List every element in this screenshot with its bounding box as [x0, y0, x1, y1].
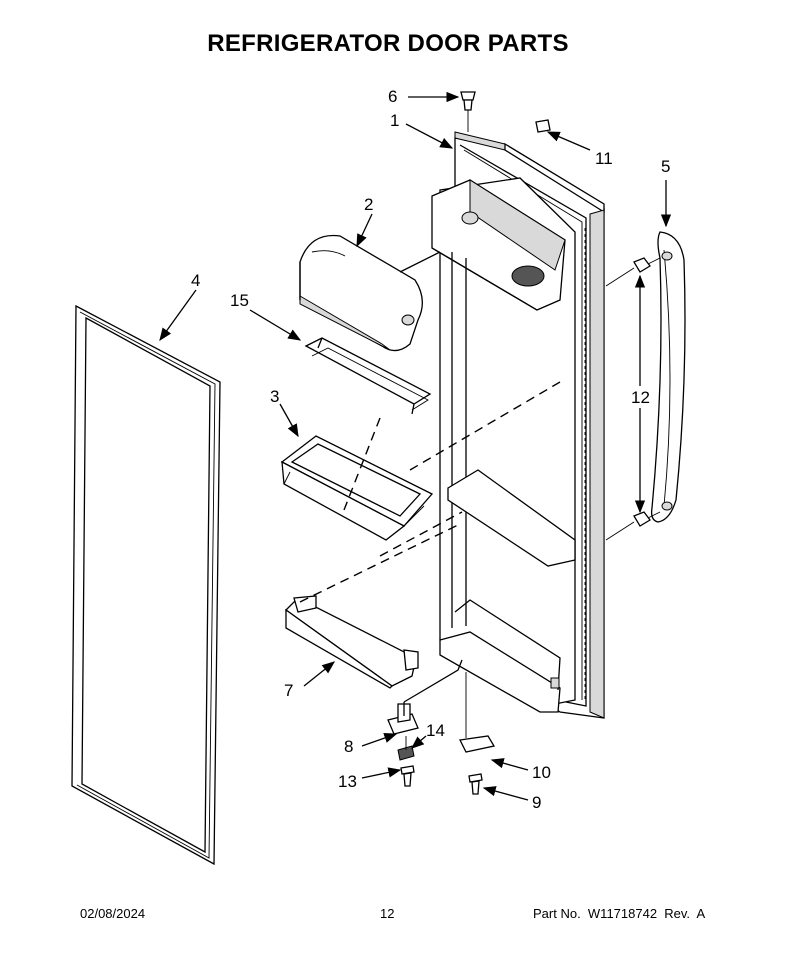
callout-12: 12 [631, 388, 650, 407]
door-bin-part [280, 435, 434, 541]
callout-9: 9 [532, 793, 541, 812]
callout-5: 5 [661, 157, 670, 176]
assembly-lines [299, 251, 635, 750]
callout-4: 4 [191, 271, 200, 290]
handle-stud-bottom-part [633, 511, 661, 527]
callout-11: 11 [595, 149, 613, 168]
callout-1: 1 [390, 111, 399, 130]
callout-13: 13 [338, 772, 357, 791]
hinge-cover-part [535, 119, 551, 133]
callout-8: 8 [344, 737, 353, 756]
door-stop-screw-part [468, 773, 483, 795]
footer-page-number: 12 [380, 906, 395, 921]
wire-bracket-part [304, 337, 432, 415]
handle-stud-top-part [633, 257, 661, 273]
hinge-screw-part [400, 765, 415, 787]
bottom-hinge-part [387, 703, 419, 735]
door-gasket-part [71, 304, 221, 866]
callout-6: 6 [388, 87, 397, 106]
bottom-door-bin-part [284, 595, 419, 689]
callout-7: 7 [284, 681, 293, 700]
door-handle-part [650, 231, 686, 523]
hinge-shim-part [397, 745, 415, 761]
footer-date: 02/08/2024 [80, 906, 146, 921]
hinge-bushing-part [460, 91, 476, 132]
callout-15: 15 [230, 291, 249, 310]
door-stop-part [459, 735, 496, 753]
footer-part-number: Part No. W11718742 Rev. A [533, 906, 706, 921]
page-title: REFRIGERATOR DOOR PARTS [207, 30, 569, 57]
dairy-door-part [299, 234, 423, 352]
callout-10: 10 [532, 763, 551, 782]
door-liner-part [431, 131, 605, 719]
callout-2: 2 [364, 195, 373, 214]
callout-14: 14 [426, 721, 445, 740]
callout-3: 3 [270, 387, 279, 406]
callout-arrows [159, 91, 672, 801]
